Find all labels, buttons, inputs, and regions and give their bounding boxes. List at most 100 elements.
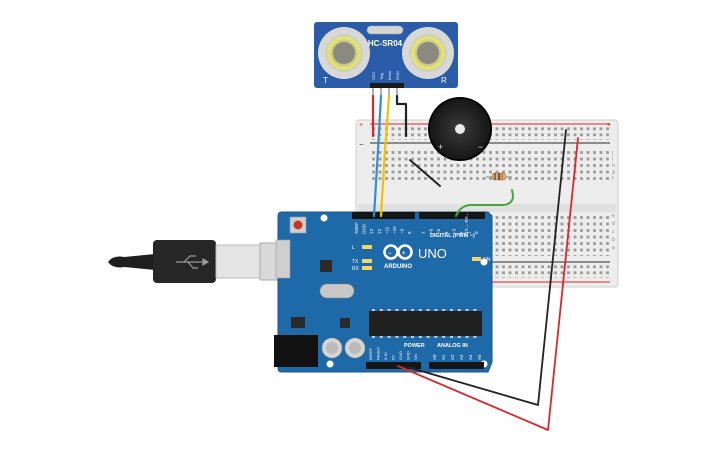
sensor-pin-label: Echo [387, 70, 392, 80]
buzzer-plus-label: + [438, 142, 443, 152]
row-letter: g [612, 170, 615, 176]
usb-cable [108, 240, 291, 283]
chip-pin [403, 336, 407, 338]
microcontroller-chip [369, 311, 482, 336]
chip-pin [418, 309, 422, 311]
digital-pin-label: 4 [444, 231, 449, 234]
digital-pin-label: 7 [421, 231, 426, 234]
led-label-rx: RX [352, 266, 360, 272]
wire-sensor-trig [372, 94, 383, 218]
reset-button-cap[interactable] [293, 220, 303, 230]
tx-rx-label: TX→ RX← [464, 212, 469, 234]
arduino-infinity-logo-icon [383, 244, 413, 260]
resistor [486, 172, 512, 181]
row-letter: e [612, 213, 615, 219]
analog-header-label: ANALOG IN [437, 343, 468, 349]
led-label-on: ON [483, 257, 491, 263]
svg-text:−: − [388, 251, 392, 257]
digital-pin-label: 0 [474, 231, 479, 234]
wire-buzzer-gnd [409, 159, 441, 187]
power-pin-label: 3.3V [383, 351, 388, 360]
digital-pin-label: ~5 [436, 228, 441, 234]
chip-pin [418, 336, 422, 338]
board-model-label: UNO [418, 246, 447, 261]
board-brand-label: ARDUINO [384, 264, 412, 270]
digital-pin-label: 1 [467, 231, 472, 234]
power-header[interactable] [366, 362, 421, 369]
piezo-buzzer[interactable]: + − [428, 97, 492, 161]
rail-plus-top: + [359, 122, 363, 129]
chip-pin [434, 336, 438, 338]
sensor-receiver-label: R [441, 76, 447, 85]
sensor-transmitter-label: T [323, 76, 328, 85]
digital-pin-label: ~3 [451, 228, 456, 234]
digital-pin-label: 12 [377, 228, 382, 234]
digital-pin-label: 13 [369, 228, 374, 234]
digital-pin-label: GND [362, 223, 367, 234]
analog-pin-label: A2 [450, 354, 455, 360]
chip-pin [426, 336, 430, 338]
sensor-pin-label: Trig [379, 73, 384, 80]
digital-pin-label: AREF [354, 222, 359, 234]
power-pin-label: Vin [413, 354, 418, 360]
row-letter: b [612, 237, 615, 243]
chip-pin [379, 309, 383, 311]
rail-plus-top-right: + [607, 122, 611, 129]
chip-pin [411, 336, 414, 338]
led-label-tx: TX [352, 259, 359, 265]
sensor-pin-label: VCC [371, 71, 376, 80]
power-pin-label: 5V [391, 355, 396, 360]
chip-pin [411, 309, 414, 311]
wire-5v-rail [397, 137, 579, 431]
digital-header-right[interactable] [419, 212, 485, 219]
chip-pin [465, 336, 469, 338]
power-pin-label: RESET [376, 346, 381, 360]
chip-pin [457, 336, 461, 338]
chip-pin [473, 336, 477, 338]
row-letter: f [612, 176, 614, 182]
svg-text:+: + [402, 251, 406, 257]
wire-gnd-rail [403, 129, 567, 406]
chip-pin [465, 309, 469, 311]
buzzer-minus-label: − [478, 142, 483, 152]
row-letter: c [612, 229, 615, 235]
chip-pin [434, 309, 438, 311]
power-pin-label: GND [406, 351, 411, 360]
digital-pin-label: ~10 [392, 226, 397, 234]
chip-pin [395, 336, 399, 338]
digital-pin-label: ~9 [400, 228, 405, 234]
power-pin-label: IOREF [368, 347, 373, 360]
dc-power-jack [274, 335, 318, 367]
row-letter: d [612, 221, 615, 227]
wires [371, 94, 579, 431]
chip-pin [387, 336, 391, 338]
digital-pin-label: ~11 [384, 226, 389, 234]
chip-pin [442, 336, 446, 338]
chip-pin [450, 336, 453, 338]
row-letter: j [611, 150, 613, 156]
chip-pin [387, 309, 391, 311]
power-pin-label: GND [398, 351, 403, 360]
analog-pin-label: A3 [459, 354, 464, 360]
power-header-label: POWER [404, 343, 425, 349]
chip-pin [372, 309, 375, 311]
row-letter: i [612, 157, 613, 163]
analog-header[interactable] [429, 362, 484, 369]
sensor-model-label: HC-SR04 [368, 39, 403, 48]
digital-header-left[interactable] [352, 212, 415, 219]
usb-port [275, 239, 291, 279]
chip-pin [372, 336, 375, 338]
chip-pin [403, 309, 407, 311]
row-letter: a [612, 245, 615, 251]
led-label-l: L [352, 245, 355, 251]
analog-pin-label: A0 [432, 354, 437, 360]
chip-pin [450, 309, 453, 311]
chip-pin [473, 309, 477, 311]
chip-pin [379, 336, 383, 338]
